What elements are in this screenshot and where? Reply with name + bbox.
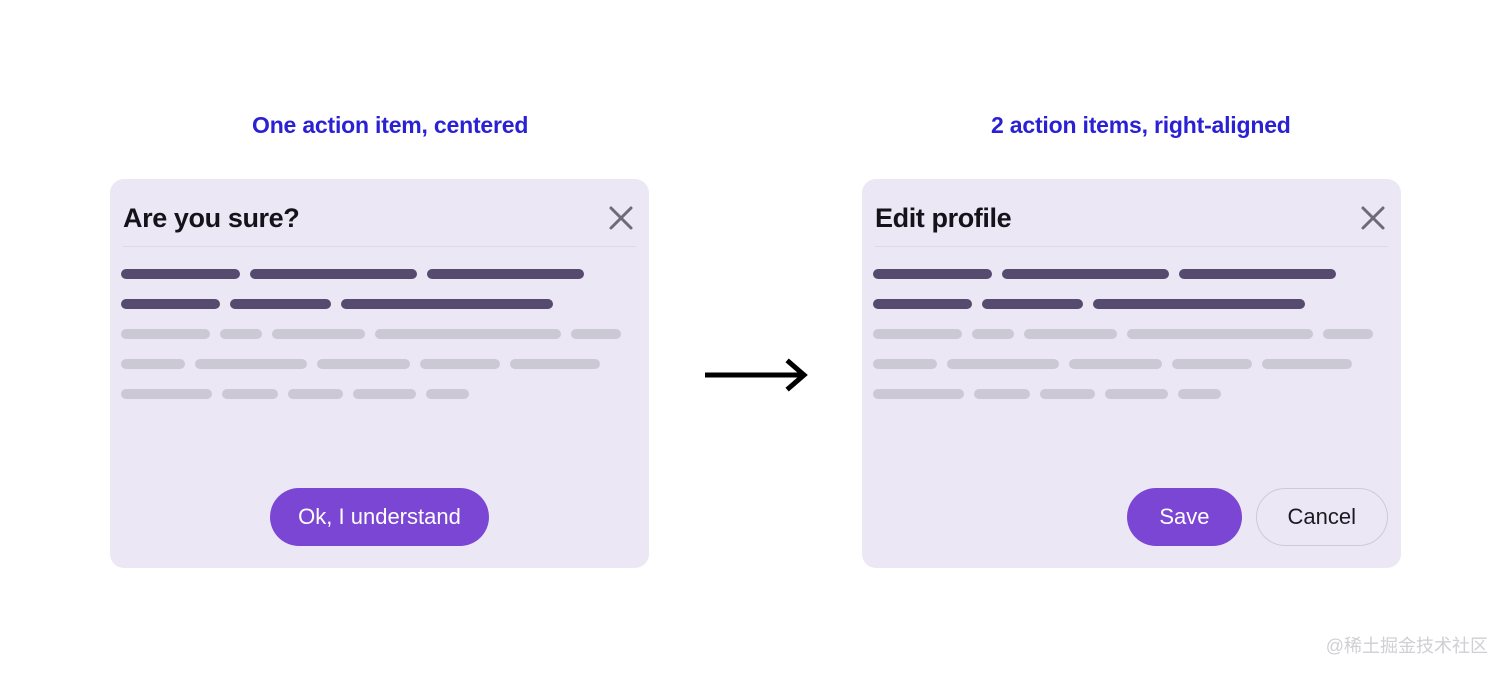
placeholder-row bbox=[121, 359, 636, 369]
placeholder-bar bbox=[121, 329, 210, 339]
placeholder-bar bbox=[873, 269, 992, 279]
placeholder-row bbox=[873, 299, 1388, 309]
section-title-left: One action item, centered bbox=[252, 112, 529, 138]
watermark: @稀土掘金技术社区 bbox=[1325, 636, 1488, 656]
dialog-title: Edit profile bbox=[875, 203, 1012, 233]
placeholder-bar bbox=[1262, 359, 1352, 369]
dialog-actions: Ok, I understand bbox=[123, 488, 636, 546]
ok-understand-button[interactable]: Ok, I understand bbox=[270, 488, 489, 546]
placeholder-bar bbox=[972, 329, 1014, 339]
placeholder-bar bbox=[353, 389, 416, 399]
placeholder-bar bbox=[222, 389, 278, 399]
placeholder-bar bbox=[427, 269, 584, 279]
placeholder-bar bbox=[1002, 269, 1169, 279]
placeholder-bar bbox=[571, 329, 621, 339]
placeholder-bar bbox=[230, 299, 331, 309]
placeholder-bar bbox=[121, 299, 220, 309]
placeholder-bar bbox=[873, 389, 964, 399]
placeholder-row bbox=[873, 389, 1388, 399]
placeholder-bar bbox=[873, 299, 972, 309]
placeholder-bar bbox=[873, 359, 937, 369]
dialog-divider bbox=[875, 246, 1388, 247]
placeholder-bar bbox=[1093, 299, 1305, 309]
placeholder-row bbox=[873, 269, 1388, 279]
placeholder-bar bbox=[317, 359, 410, 369]
placeholder-bar bbox=[1040, 389, 1095, 399]
placeholder-bar bbox=[1105, 389, 1168, 399]
placeholder-bar bbox=[982, 299, 1083, 309]
placeholder-bar bbox=[974, 389, 1030, 399]
placeholder-bar bbox=[1323, 329, 1373, 339]
placeholder-bar bbox=[1178, 389, 1221, 399]
cancel-button[interactable]: Cancel bbox=[1255, 488, 1388, 546]
placeholder-bar bbox=[250, 269, 417, 279]
placeholder-row bbox=[121, 269, 636, 279]
arrow-right-icon bbox=[703, 358, 811, 392]
placeholder-row bbox=[873, 359, 1388, 369]
placeholder-bar bbox=[420, 359, 500, 369]
placeholder-bar bbox=[947, 359, 1059, 369]
placeholder-bar bbox=[1179, 269, 1336, 279]
placeholder-bar bbox=[873, 329, 962, 339]
placeholder-bar bbox=[288, 389, 343, 399]
placeholder-content bbox=[873, 269, 1388, 399]
section-title-right: 2 action items, right-aligned bbox=[991, 112, 1291, 138]
placeholder-row bbox=[121, 329, 636, 339]
placeholder-bar bbox=[195, 359, 307, 369]
placeholder-bar bbox=[121, 269, 240, 279]
placeholder-bar bbox=[510, 359, 600, 369]
placeholder-row bbox=[873, 329, 1388, 339]
save-button[interactable]: Save bbox=[1127, 488, 1242, 546]
placeholder-bar bbox=[272, 329, 365, 339]
dialog-title: Are you sure? bbox=[123, 203, 300, 233]
placeholder-bar bbox=[1127, 329, 1313, 339]
placeholder-row bbox=[121, 389, 636, 399]
placeholder-bar bbox=[1024, 329, 1117, 339]
placeholder-bar bbox=[341, 299, 553, 309]
placeholder-row bbox=[121, 299, 636, 309]
placeholder-bar bbox=[1069, 359, 1162, 369]
dialog-divider bbox=[123, 246, 636, 247]
placeholder-bar bbox=[1172, 359, 1252, 369]
dialog-card-one-action: Are you sure? Ok, I understand bbox=[110, 179, 649, 568]
close-icon[interactable] bbox=[606, 203, 636, 233]
close-icon[interactable] bbox=[1358, 203, 1388, 233]
placeholder-bar bbox=[375, 329, 561, 339]
placeholder-bar bbox=[426, 389, 469, 399]
placeholder-bar bbox=[220, 329, 262, 339]
placeholder-bar bbox=[121, 359, 185, 369]
placeholder-bar bbox=[121, 389, 212, 399]
placeholder-content bbox=[121, 269, 636, 399]
